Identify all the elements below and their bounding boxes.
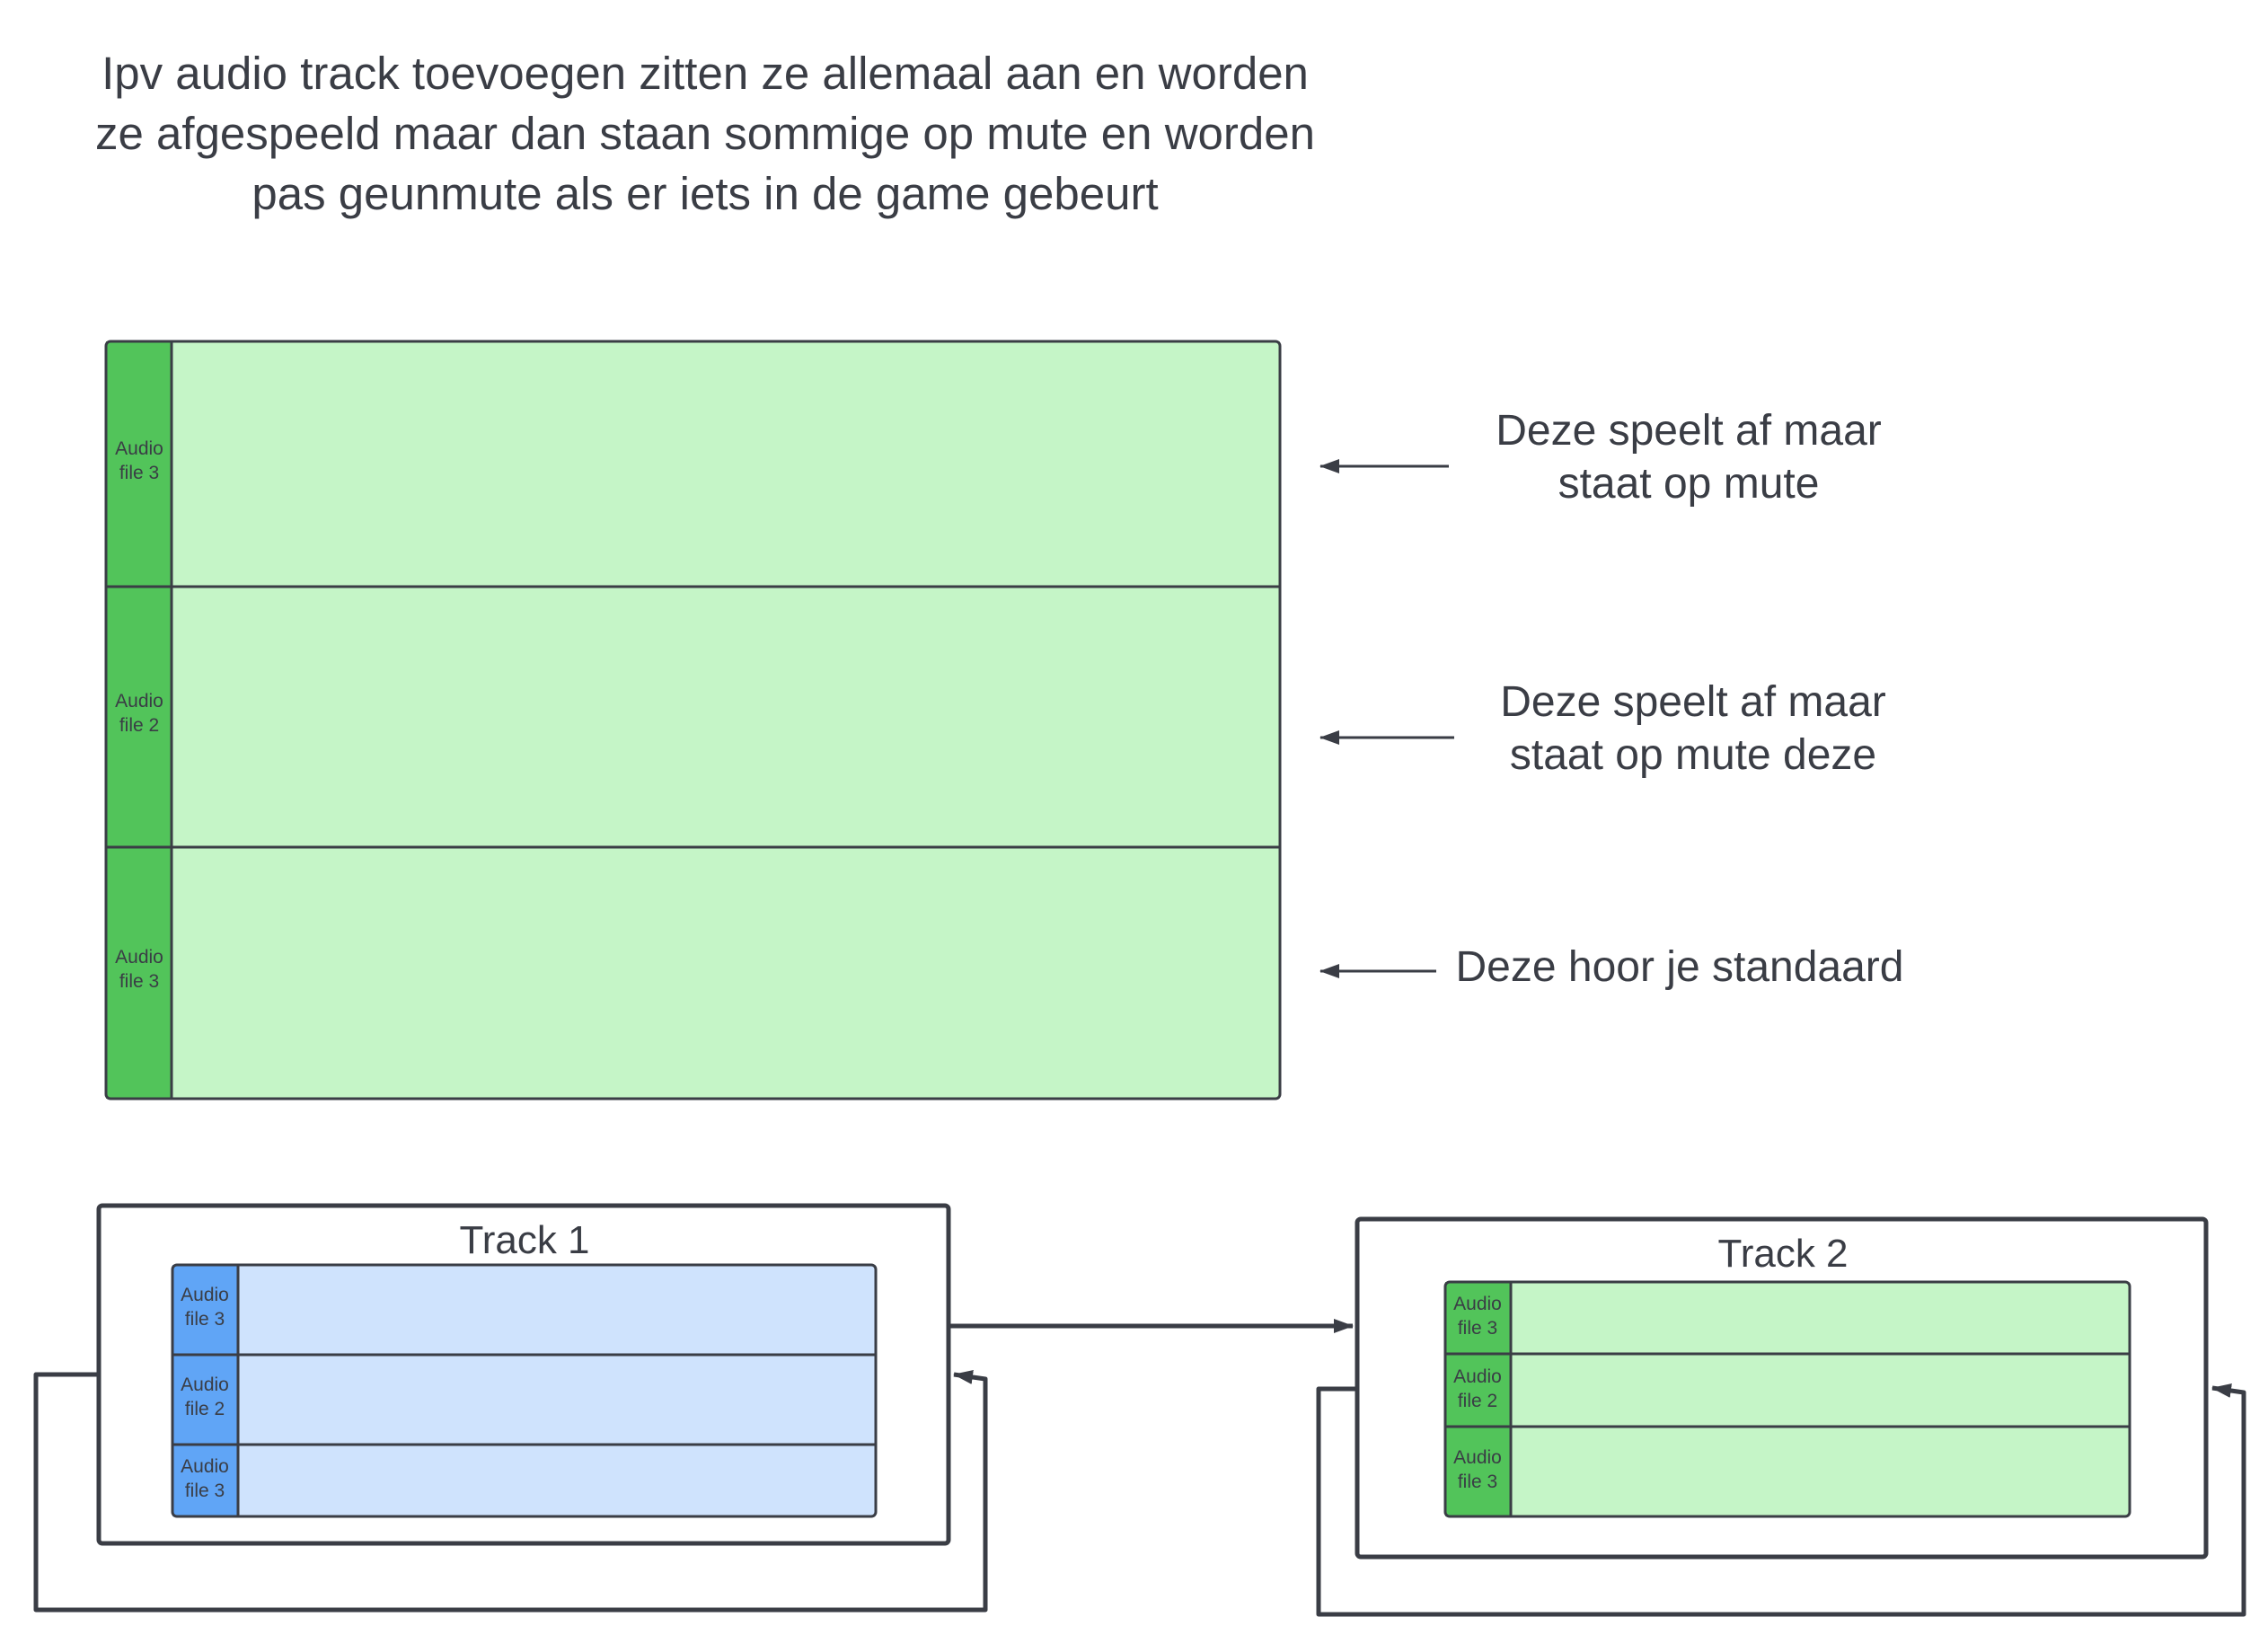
track-1-container: Track 1 Audio file 3 Audio file 2 Audio … [96, 1203, 951, 1546]
track-2-row-bg-1 [1445, 1282, 2130, 1354]
track-1-row-3-label-a: Audio [181, 1456, 229, 1477]
main-audio-stack: Audio file 3 Audio file 2 Audio file 3 [104, 340, 1282, 1100]
main-stack-row-bg-1 [106, 341, 1280, 587]
main-row-3-label-a: Audio [115, 947, 163, 968]
main-row-2-label-a: Audio [115, 691, 163, 712]
track-2-row-bg-3 [1445, 1427, 2130, 1516]
track-2-row-3-label-a: Audio [1453, 1447, 1502, 1468]
track-1-title: Track 1 [459, 1218, 589, 1262]
annotation-row-2: Deze speelt af maar staat op mute deze [1500, 678, 1886, 779]
track-1-loop-connector [33, 1370, 988, 1613]
track-2-row-2-label-a: Audio [1453, 1366, 1502, 1387]
track-2-label-col [1445, 1282, 1511, 1516]
track-1-row-2-label-b: file 2 [185, 1399, 225, 1419]
track-2-container: Track 2 Audio file 3 Audio file 2 Audio … [1355, 1216, 2209, 1560]
track-2-row-1-label-a: Audio [1453, 1294, 1502, 1314]
track-2-stack-border [1443, 1280, 2131, 1518]
main-row-2-label-b: file 2 [119, 715, 159, 736]
track-1-row-bg-1 [172, 1265, 876, 1355]
track-1-label-col [172, 1265, 238, 1516]
annotation-row-1: Deze speelt af maar staat op mute [1496, 407, 1882, 508]
main-stack-row-bg-2 [106, 587, 1280, 847]
track-2-row-bg-2 [1445, 1354, 2130, 1427]
track-2-row-2-label-b: file 2 [1458, 1391, 1497, 1411]
main-stack-label-col [106, 341, 172, 1099]
track-1-row-2-label-a: Audio [181, 1374, 229, 1395]
track-1-row-1-label-a: Audio [181, 1285, 229, 1305]
track-2-row-1-label-b: file 3 [1458, 1318, 1497, 1339]
track-1-stack-border [171, 1263, 878, 1518]
track-2-title: Track 2 [1717, 1232, 1848, 1276]
track-1-row-bg-3 [172, 1445, 876, 1516]
main-stack-row-bg-3 [106, 847, 1280, 1099]
main-row-3-label-b: file 3 [119, 971, 159, 992]
diagram-title: Ipv audio track toevoegen zitten ze alle… [95, 48, 1315, 219]
main-stack-border [104, 340, 1282, 1100]
track-1-row-1-label-b: file 3 [185, 1309, 225, 1330]
track-1-row-bg-2 [172, 1355, 876, 1445]
track-1-row-3-label-b: file 3 [185, 1480, 225, 1501]
track-2-loop-connector [1316, 1383, 2246, 1617]
main-row-1-label-a: Audio [115, 438, 163, 459]
track-2-row-3-label-b: file 3 [1458, 1472, 1497, 1492]
main-row-1-label-b: file 3 [119, 463, 159, 483]
annotation-row-3: Deze hoor je standaard [1455, 943, 1904, 991]
